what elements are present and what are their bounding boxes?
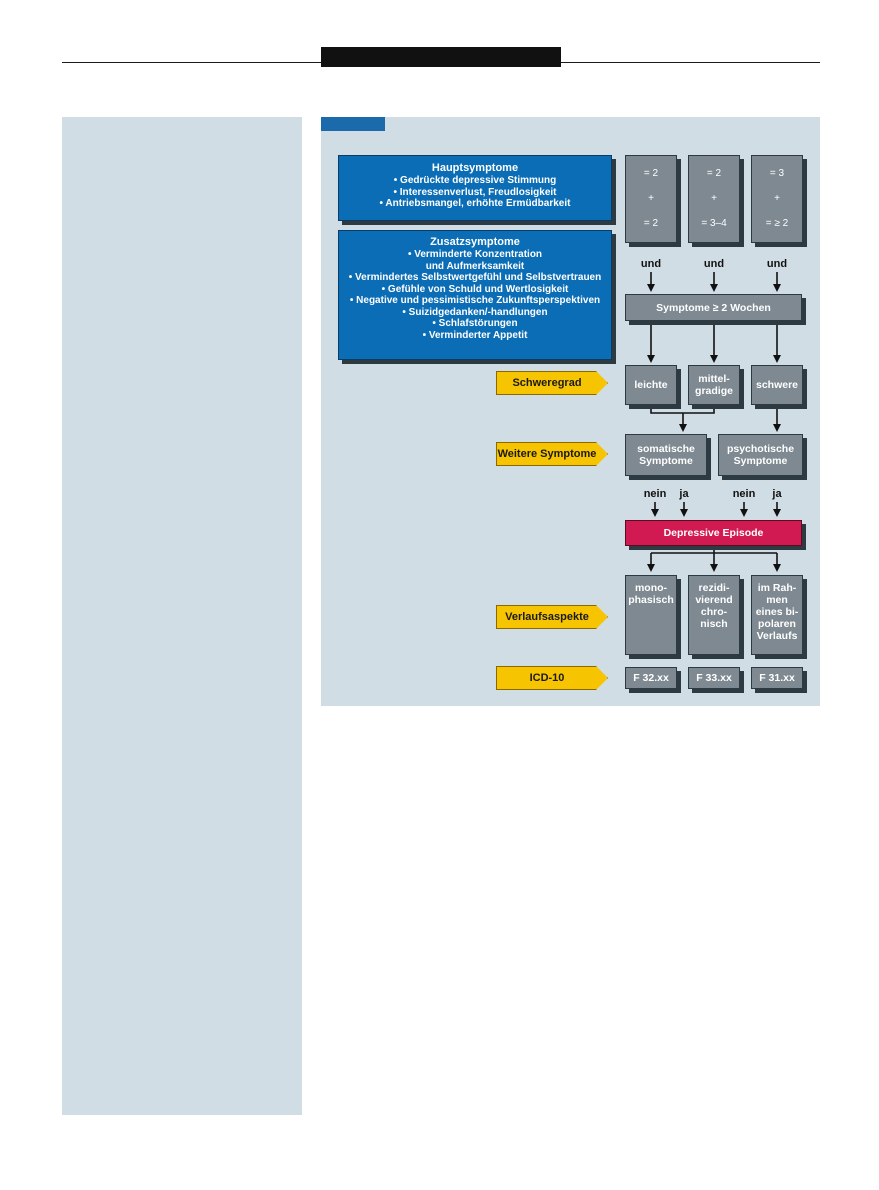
sidebar-panel: [62, 117, 302, 1115]
hauptsymptome-line: • Interessenverlust, Freudlosigkeit: [393, 186, 557, 198]
und-label: und: [766, 258, 788, 270]
zusatzsymptome-line: • Gefühle von Schuld und Wertlosigkeit: [381, 283, 569, 295]
zusatzsymptome-box: Zusatzsymptome • Verminderte Konzentrati…: [338, 230, 612, 360]
weitere-symptome-label: Weitere Symptome: [496, 442, 608, 466]
zusatzsymptome-line: • Vermindertes Selbstwertgefühl und Selb…: [348, 272, 602, 283]
zusatzsymptome-line: • Negative und pessimistische Zukunftspe…: [349, 295, 601, 306]
depressive-episode-box: Depressive Episode: [625, 520, 802, 546]
hauptsymptome-line: • Antriebsmangel, erhöhte Ermüdbarkeit: [379, 198, 571, 209]
psychotische-symptome: psychotische Symptome: [718, 434, 803, 476]
figure-tag: [321, 117, 385, 131]
criteria-plus: +: [711, 192, 717, 204]
schweregrad-label: Schweregrad: [496, 371, 608, 395]
hauptsymptome-line: • Gedrückte depressive Stimmung: [393, 175, 557, 186]
severity-mittelgradige: mittel- gradige: [688, 365, 740, 405]
icd-code-f33: F 33.xx: [688, 667, 740, 689]
criteria-bottom: = 3–4: [701, 217, 727, 229]
somatische-symptome: somatische Symptome: [625, 434, 707, 476]
icd-code-f31: F 31.xx: [751, 667, 803, 689]
hauptsymptome-box: Hauptsymptome • Gedrückte depressive Sti…: [338, 155, 612, 221]
und-label: und: [640, 258, 662, 270]
severity-leichte: leichte: [625, 365, 677, 405]
criteria-box-leicht: = 2 + = 2: [625, 155, 677, 243]
criteria-bottom: = 2: [643, 217, 659, 229]
zusatzsymptome-title: Zusatzsymptome: [430, 236, 520, 248]
zusatzsymptome-line: • Suizidgedanken/-handlungen: [402, 306, 548, 318]
course-bipolar: im Rah- men eines bi- polaren Verlaufs: [751, 575, 803, 655]
criteria-box-schwer: = 3 + = ≥ 2: [751, 155, 803, 243]
verlaufsaspekte-label: Verlaufsaspekte: [496, 605, 608, 629]
zusatzsymptome-line: • Verminderter Appetit: [422, 329, 528, 341]
course-monophasisch: mono- phasisch: [625, 575, 677, 655]
ja-label: ja: [772, 488, 782, 500]
criteria-plus: +: [774, 192, 780, 204]
course-rezidivierend: rezidi- vierend chro- nisch: [688, 575, 740, 655]
bracket-leicht-mittel: [650, 405, 715, 414]
severity-schwere: schwere: [751, 365, 803, 405]
ja-label: ja: [679, 488, 689, 500]
criteria-bottom: = ≥ 2: [765, 217, 789, 229]
criteria-top: = 3: [769, 168, 785, 180]
duration-box: Symptome ≥ 2 Wochen: [625, 294, 802, 321]
zusatzsymptome-line: und Aufmerksamkeit: [425, 260, 525, 272]
hauptsymptome-title: Hauptsymptome: [431, 162, 519, 174]
criteria-top: = 2: [643, 168, 659, 180]
zusatzsymptome-line: • Verminderte Konzentration: [407, 249, 543, 260]
criteria-box-mittel: = 2 + = 3–4: [688, 155, 740, 243]
header-bar: [321, 47, 561, 67]
nein-label: nein: [643, 488, 667, 500]
icd-code-f32: F 32.xx: [625, 667, 677, 689]
und-label: und: [703, 258, 725, 270]
zusatzsymptome-line: • Schlafstörungen: [432, 318, 518, 329]
criteria-top: = 2: [706, 168, 722, 180]
icd10-label: ICD-10: [496, 666, 608, 690]
criteria-plus: +: [648, 192, 654, 204]
nein-label: nein: [732, 488, 756, 500]
